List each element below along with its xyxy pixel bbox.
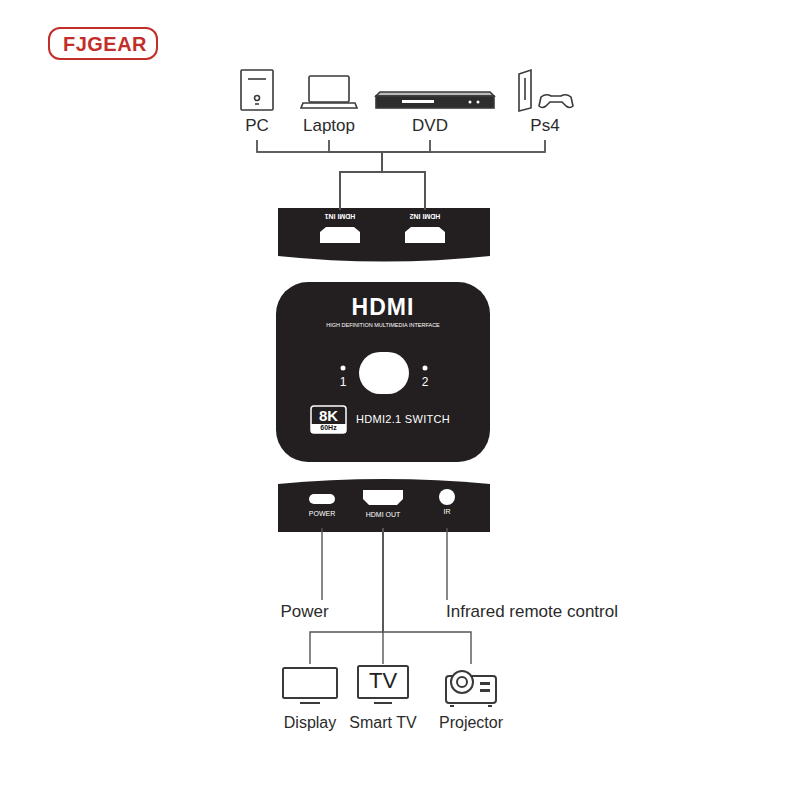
- pc-icon: [248, 78, 266, 80]
- channel-number: 2: [422, 376, 429, 390]
- resolution-badge: 8K60Hz: [311, 406, 346, 433]
- device-label: PC: [245, 116, 269, 136]
- hdmi-port: [363, 490, 403, 505]
- connector-line: [321, 528, 322, 600]
- brand-logo: FJGEAR: [48, 27, 158, 60]
- device-label: Smart TV: [349, 714, 416, 732]
- device-label: DVD: [412, 116, 448, 136]
- hdmi-port: [320, 227, 360, 243]
- pc-icon: [255, 96, 260, 101]
- connector-line: [310, 528, 383, 664]
- connector-line: [446, 528, 447, 600]
- ir-receiver: [439, 489, 455, 505]
- refresh-rate: 60Hz: [320, 424, 336, 432]
- dvd-icon: [477, 101, 480, 104]
- brand-name: FJGEAR: [63, 33, 147, 56]
- device-label: Projector: [439, 714, 503, 732]
- output-port: POWER: [298, 488, 346, 528]
- connector-line: [329, 140, 382, 210]
- input-port: HDMI IN1: [315, 210, 365, 246]
- output-icons: [283, 666, 496, 706]
- connection-label: Infrared remote control: [442, 600, 622, 624]
- switch-input-side: [278, 208, 490, 262]
- function-label: Infrared remote control: [446, 602, 618, 622]
- source-device: Ps4: [520, 66, 570, 140]
- tv-icon-text: TV: [369, 668, 397, 693]
- ps4-icon: [539, 95, 573, 108]
- connector-line: [382, 140, 430, 210]
- device-label: Laptop: [303, 116, 355, 136]
- tv-icon: [358, 666, 408, 698]
- connector-line: [383, 528, 471, 664]
- laptop-icon: [301, 103, 357, 108]
- input-port: HDMI IN2: [400, 210, 450, 246]
- connection-label: Power: [276, 600, 333, 624]
- pc-icon: [241, 70, 273, 110]
- dvd-icon: [402, 100, 434, 103]
- logo-subtitle: HIGH DEFINITION MULTIMEDIA INTERFACE: [326, 322, 440, 328]
- switch-output-side: [278, 479, 490, 532]
- led-dot: [423, 366, 428, 371]
- function-label: Power: [280, 602, 328, 622]
- badge-frame: [311, 406, 346, 433]
- projector-icon: [488, 705, 492, 707]
- product-name: HDMI2.1 SWITCH: [356, 413, 450, 426]
- port-label: POWER: [309, 510, 335, 518]
- usb-c-port: [309, 494, 335, 504]
- display-device: TV Smart TV: [347, 664, 419, 736]
- port-label: HDMI IN2: [410, 212, 441, 220]
- dvd-icon: [469, 101, 472, 104]
- source-device: Laptop: [298, 66, 360, 140]
- connector-line: [340, 140, 430, 210]
- source-device: DVD: [395, 66, 465, 140]
- ps4-icon: [524, 78, 526, 100]
- connector-line: [340, 140, 545, 210]
- display-icon: [300, 702, 320, 704]
- port-label: IR: [444, 508, 451, 516]
- display-icon: [283, 668, 337, 698]
- dvd-icon: [376, 96, 494, 108]
- badge-band: [311, 424, 346, 433]
- connector-line: [329, 140, 425, 210]
- display-device: Display: [280, 664, 340, 736]
- device-label: Display: [284, 714, 336, 732]
- tv-icon: [374, 702, 392, 704]
- output-port: IR: [432, 486, 462, 528]
- projector-lens: [451, 671, 473, 693]
- projector-lens: [457, 677, 467, 687]
- connector-line: [382, 140, 545, 210]
- hdmi-port: [405, 227, 445, 243]
- projector-icon: [450, 705, 454, 707]
- ps4-icon: [519, 70, 531, 111]
- source-device: PC: [232, 66, 282, 140]
- source-icons: [241, 70, 573, 111]
- device-label: Ps4: [530, 116, 559, 136]
- switch-front-panel: HDMI HIGH DEFINITION MULTIMEDIA INTERFACE…: [276, 282, 490, 462]
- connector-line: [257, 140, 425, 210]
- connector-line: [257, 140, 382, 210]
- port-label: HDMI OUT: [366, 511, 401, 519]
- laptop-icon: [309, 76, 349, 102]
- port-label: HDMI IN1: [325, 212, 356, 220]
- projector-icon: [480, 682, 490, 685]
- hdmi-logo: HDMI: [352, 294, 415, 320]
- channel-number: 1: [340, 376, 347, 390]
- resolution-text: 8K: [319, 407, 338, 424]
- pc-icon: [255, 103, 259, 105]
- led-dot: [341, 366, 346, 371]
- switch-button: [359, 352, 409, 394]
- switch-front-body: [276, 282, 490, 462]
- output-port: HDMI OUT: [355, 486, 411, 528]
- projector-icon: [480, 689, 490, 692]
- display-device: Projector: [436, 664, 506, 736]
